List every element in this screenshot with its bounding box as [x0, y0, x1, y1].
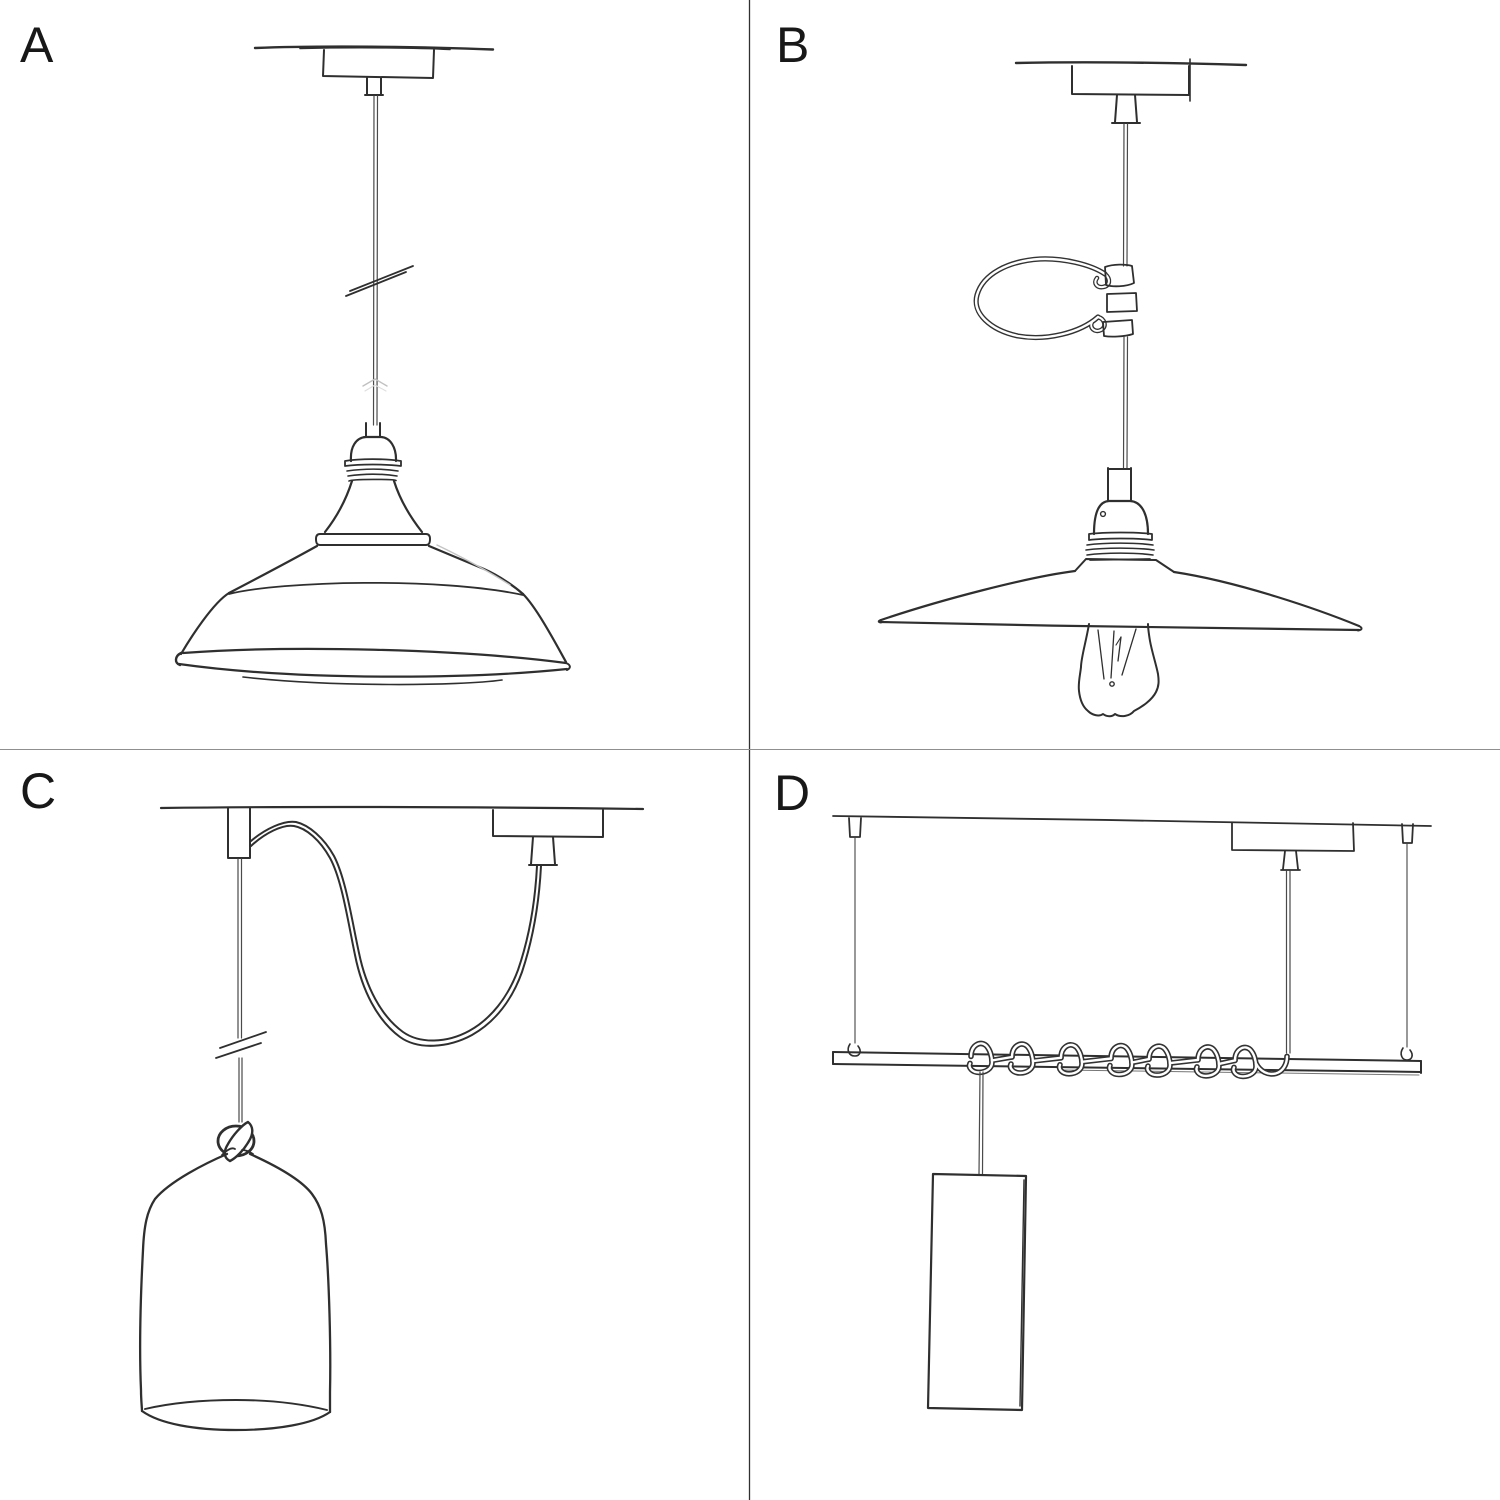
svg-text:C: C [20, 763, 56, 819]
svg-text:A: A [20, 17, 54, 73]
svg-text:B: B [776, 17, 809, 73]
svg-text:D: D [774, 765, 810, 821]
